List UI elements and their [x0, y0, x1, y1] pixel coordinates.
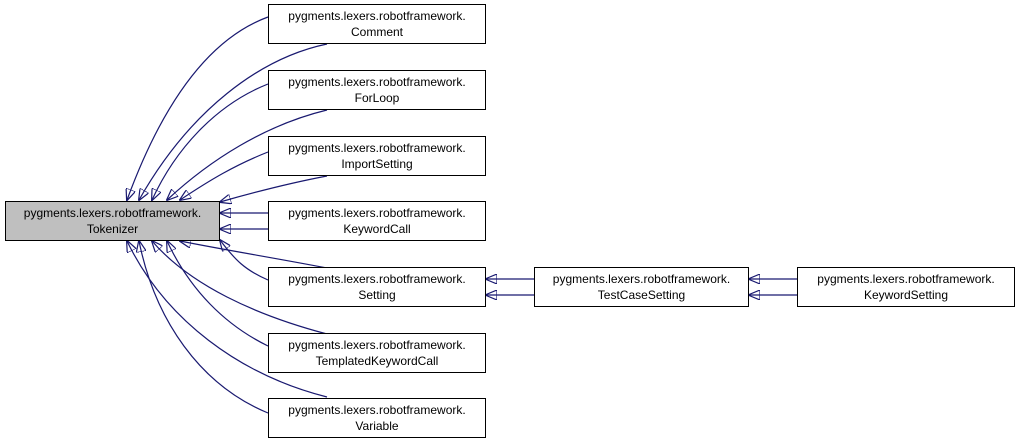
node-testcasesetting[interactable]: pygments.lexers.robotframework. TestCase… — [534, 267, 749, 307]
node-tokenizer[interactable]: pygments.lexers.robotframework. Tokenize… — [5, 201, 220, 241]
node-templatedkeywordcall-line1: pygments.lexers.robotframework. — [288, 338, 466, 352]
node-forloop-line1: pygments.lexers.robotframework. — [288, 75, 466, 89]
node-comment-line1: pygments.lexers.robotframework. — [288, 9, 466, 23]
edge-variable-to-tokenizer — [127, 241, 328, 414]
node-importsetting-line2: ImportSetting — [341, 157, 413, 171]
node-comment-line2: Comment — [350, 25, 403, 39]
edge-setting-to-tokenizer — [180, 240, 328, 281]
node-keywordsetting-line2: KeywordSetting — [863, 288, 949, 302]
edge-keywordsetting-to-testcasesetting — [749, 279, 797, 295]
node-tokenizer-line1: pygments.lexers.robotframework. — [23, 206, 202, 220]
node-keywordcall-line1: pygments.lexers.robotframework. — [288, 206, 466, 220]
node-testcasesetting-line1: pygments.lexers.robotframework. — [552, 272, 731, 286]
node-keywordsetting-line1: pygments.lexers.robotframework. — [817, 272, 995, 286]
node-variable-line2: Variable — [355, 419, 399, 433]
node-importsetting[interactable]: pygments.lexers.robotframework. ImportSe… — [268, 136, 486, 176]
edge-templatedkeywordcall-to-tokenizer — [152, 241, 328, 347]
node-setting[interactable]: pygments.lexers.robotframework. Setting — [268, 267, 486, 307]
edge-comment-to-tokenizer — [127, 16, 328, 200]
edge-importsetting-to-tokenizer — [180, 151, 328, 202]
node-keywordsetting[interactable]: pygments.lexers.robotframework. KeywordS… — [797, 267, 1015, 307]
node-comment[interactable]: pygments.lexers.robotframework. Comment — [268, 4, 486, 44]
edge-forloop-to-tokenizer — [152, 83, 328, 200]
node-keywordcall[interactable]: pygments.lexers.robotframework. KeywordC… — [268, 201, 486, 241]
node-tokenizer-line2: Tokenizer — [86, 222, 139, 236]
node-forloop-line2: ForLoop — [354, 91, 400, 105]
edge-keywordcall-to-tokenizer — [220, 213, 268, 229]
node-setting-line2: Setting — [358, 288, 396, 302]
node-templatedkeywordcall[interactable]: pygments.lexers.robotframework. Template… — [268, 333, 486, 373]
node-setting-line1: pygments.lexers.robotframework. — [288, 272, 466, 286]
node-testcasesetting-line2: TestCaseSetting — [597, 288, 686, 302]
node-variable[interactable]: pygments.lexers.robotframework. Variable — [268, 398, 486, 438]
node-forloop[interactable]: pygments.lexers.robotframework. ForLoop — [268, 70, 486, 110]
node-keywordcall-line2: KeywordCall — [343, 222, 411, 236]
edge-testcasesetting-to-setting — [486, 279, 534, 295]
node-templatedkeywordcall-line2: TemplatedKeywordCall — [315, 354, 439, 368]
node-importsetting-line1: pygments.lexers.robotframework. — [288, 141, 466, 155]
node-variable-line1: pygments.lexers.robotframework. — [288, 403, 466, 417]
